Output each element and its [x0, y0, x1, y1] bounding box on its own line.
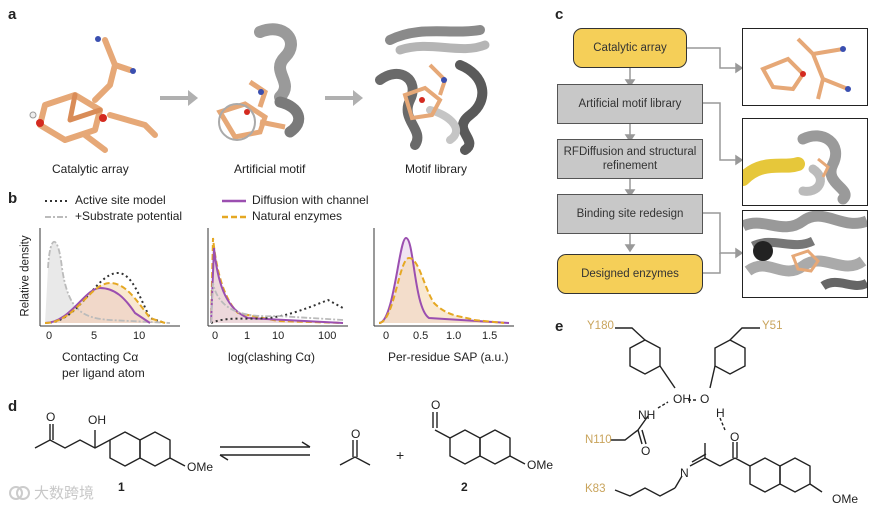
compound-2-label: 2 [461, 480, 468, 494]
tick-label: 10 [133, 330, 145, 342]
chem-ome-1: OMe [187, 460, 213, 474]
chem-o-acetone: O [351, 427, 360, 441]
tick-label: 1 [244, 330, 250, 342]
artificial-motif-structure [205, 22, 325, 152]
legend-diffusion: Diffusion with channel [252, 193, 369, 207]
residue-n110: N110 [585, 434, 612, 446]
watermark-logo-icon [8, 485, 30, 501]
panel-letter-b: b [8, 190, 17, 207]
flow-step-binding-site: Binding site redesign [557, 194, 703, 234]
flow-step-catalytic-array: Catalytic array [573, 28, 687, 68]
thumbnail-catalytic-array [742, 28, 868, 106]
thumbnail-designed-enzyme [742, 210, 868, 298]
tick-label: 0 [383, 330, 389, 342]
tick-label: 100 [318, 330, 336, 342]
motif-library-structure [370, 20, 500, 155]
reaction-scheme [25, 400, 585, 510]
x-axis-label-sap: Per-residue SAP (a.u.) [388, 350, 509, 364]
arrow-icon [160, 88, 200, 108]
density-plot-contacting [40, 228, 180, 328]
residue-y51: Y51 [762, 320, 782, 332]
panel-a-label-motif-library: Motif library [405, 162, 467, 176]
plus-sign: + [396, 447, 404, 463]
tick-label: 10 [272, 330, 284, 342]
watermark: 大数跨境 [8, 482, 94, 503]
chem-ome-2: OMe [527, 458, 553, 472]
density-plot-clashing [208, 228, 348, 328]
panel-letter-d: d [8, 398, 17, 415]
legend-natural: Natural enzymes [252, 209, 342, 223]
flow-step-rfdiffusion: RFDiffusion and structural refinement [557, 139, 703, 179]
watermark-text: 大数跨境 [34, 482, 94, 503]
residue-k83: K83 [585, 483, 605, 495]
tick-label: 0 [212, 330, 218, 342]
tick-label: 5 [91, 330, 97, 342]
flow-step-motif-library: Artificial motif library [557, 84, 703, 124]
y-axis-label: Relative density [20, 235, 32, 316]
x-axis-label-clashing: log(clashing Cα) [228, 350, 315, 364]
panel-letter-e: e [555, 318, 563, 335]
atom-o-ketone: O [730, 430, 739, 444]
atom-o-top: O [700, 392, 709, 406]
atom-nh: NH [638, 408, 655, 422]
density-plot-sap [374, 228, 514, 328]
panel-a-label-catalytic-array: Catalytic array [52, 162, 129, 176]
atom-oh: OH [673, 392, 691, 406]
legend-line-active-site [45, 198, 69, 204]
atom-h: H [716, 406, 725, 420]
atom-ome: OMe [832, 492, 858, 506]
tick-label: 0 [46, 330, 52, 342]
legend-substrate: +Substrate potential [75, 209, 182, 223]
compound-1-label: 1 [118, 480, 125, 494]
tick-label: 0.5 [413, 330, 428, 342]
panel-letter-a: a [8, 6, 16, 23]
tick-label: 1.5 [482, 330, 497, 342]
legend-line-substrate [45, 214, 69, 220]
legend-line-natural [222, 214, 246, 220]
x-axis-label-contacting-1: Contacting Cα [62, 350, 138, 364]
residue-y180: Y180 [587, 320, 614, 332]
tick-label: 1.0 [446, 330, 461, 342]
chem-o-aldehyde: O [431, 398, 440, 412]
x-axis-label-contacting-2: per ligand atom [62, 366, 145, 380]
atom-n-imine: N [680, 466, 689, 480]
legend-line-diffusion [222, 198, 246, 204]
atom-o-amide: O [641, 444, 650, 458]
flow-step-designed-enzymes: Designed enzymes [557, 254, 703, 294]
panel-a-label-artificial-motif: Artificial motif [234, 162, 305, 176]
arrow-icon [325, 88, 365, 108]
legend-active-site: Active site model [75, 193, 166, 207]
catalytic-array-structure [15, 25, 165, 155]
chem-oh: OH [88, 413, 106, 427]
chem-o-ketone: O [46, 410, 55, 424]
thumbnail-motif-structure [742, 118, 868, 206]
